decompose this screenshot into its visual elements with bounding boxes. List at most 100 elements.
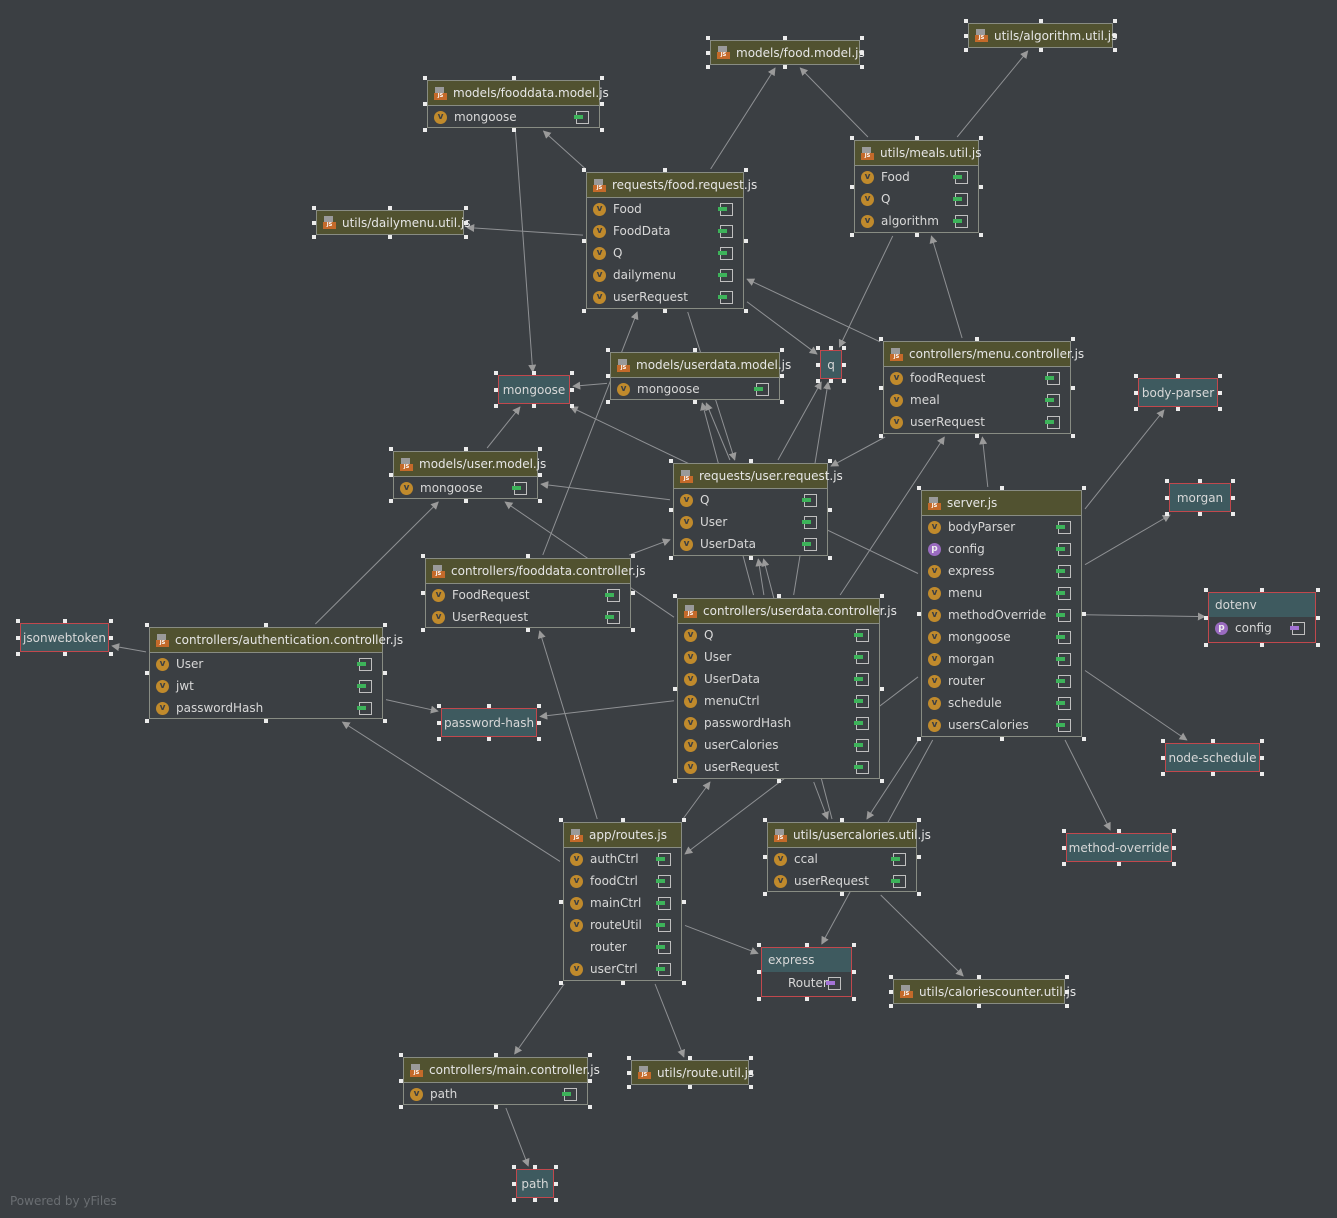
resize-handle[interactable] (1172, 829, 1176, 833)
module-node-password-hash[interactable]: password-hash (441, 708, 537, 737)
resize-handle[interactable] (620, 981, 625, 985)
resize-handle[interactable] (840, 892, 844, 896)
resize-handle[interactable] (631, 628, 635, 632)
resize-handle[interactable] (663, 309, 667, 313)
resize-handle[interactable] (783, 65, 787, 69)
resize-handle[interactable] (570, 404, 574, 408)
file-node-controllers-menu-controller[interactable]: controllers/menu.controller.jsvfoodReque… (883, 341, 1084, 434)
member-row[interactable]: Router (762, 972, 851, 994)
resize-handle[interactable] (999, 737, 1004, 741)
resize-handle[interactable] (860, 50, 864, 55)
module-node-morgan[interactable]: morgan (1169, 483, 1231, 512)
file-node-controllers-authentication-controller[interactable]: controllers/authentication.controller.js… (149, 627, 403, 719)
resize-handle[interactable] (706, 50, 710, 55)
resize-handle[interactable] (1082, 737, 1086, 741)
file-node-utils-usercalories-util[interactable]: utils/usercalories.util.jsvccalvuserRequ… (767, 822, 931, 892)
resize-handle[interactable] (1161, 772, 1165, 776)
resize-handle[interactable] (917, 818, 921, 822)
resize-handle[interactable] (748, 459, 753, 463)
resize-handle[interactable] (538, 447, 542, 451)
resize-handle[interactable] (688, 1085, 692, 1089)
resize-handle[interactable] (1134, 374, 1138, 378)
resize-handle[interactable] (559, 899, 563, 904)
resize-handle[interactable] (554, 1198, 558, 1202)
resize-handle[interactable] (1082, 611, 1086, 616)
resize-handle[interactable] (880, 779, 884, 783)
resize-handle[interactable] (1071, 434, 1075, 438)
resize-handle[interactable] (463, 447, 468, 451)
resize-handle[interactable] (840, 818, 844, 822)
resize-handle[interactable] (532, 371, 536, 375)
module-node-path[interactable]: path (516, 1169, 554, 1198)
resize-handle[interactable] (673, 594, 677, 598)
resize-handle[interactable] (537, 704, 541, 708)
resize-handle[interactable] (512, 1198, 516, 1202)
resize-handle[interactable] (1082, 486, 1086, 490)
resize-handle[interactable] (1065, 975, 1069, 979)
resize-handle[interactable] (264, 719, 268, 723)
resize-handle[interactable] (463, 499, 468, 503)
resize-handle[interactable] (145, 719, 149, 723)
module-node-mongoose[interactable]: mongoose (498, 375, 570, 404)
resize-handle[interactable] (1113, 33, 1117, 38)
resize-handle[interactable] (1165, 479, 1169, 483)
resize-handle[interactable] (669, 507, 673, 512)
resize-handle[interactable] (1134, 390, 1138, 395)
resize-handle[interactable] (914, 233, 919, 237)
resize-handle[interactable] (975, 337, 979, 341)
resize-handle[interactable] (1231, 495, 1235, 500)
resize-handle[interactable] (1071, 385, 1075, 390)
resize-handle[interactable] (828, 459, 832, 463)
resize-handle[interactable] (512, 1165, 516, 1169)
resize-handle[interactable] (744, 168, 748, 172)
resize-handle[interactable] (1172, 862, 1176, 866)
resize-handle[interactable] (388, 235, 392, 239)
resize-handle[interactable] (511, 76, 516, 80)
resize-handle[interactable] (1204, 588, 1208, 592)
resize-handle[interactable] (606, 374, 610, 378)
resize-handle[interactable] (312, 206, 316, 210)
resize-handle[interactable] (423, 102, 427, 106)
resize-handle[interactable] (757, 943, 761, 947)
resize-handle[interactable] (312, 235, 316, 239)
resize-handle[interactable] (816, 379, 820, 383)
resize-handle[interactable] (780, 400, 784, 404)
resize-handle[interactable] (588, 1053, 592, 1057)
resize-handle[interactable] (264, 623, 268, 627)
resize-handle[interactable] (1218, 390, 1222, 395)
resize-handle[interactable] (1198, 479, 1202, 483)
resize-handle[interactable] (748, 556, 753, 560)
resize-handle[interactable] (852, 997, 856, 1001)
resize-handle[interactable] (1260, 755, 1264, 760)
resize-handle[interactable] (631, 591, 635, 595)
resize-handle[interactable] (914, 136, 919, 140)
resize-handle[interactable] (312, 220, 316, 225)
resize-handle[interactable] (1165, 495, 1169, 500)
resize-handle[interactable] (1218, 374, 1222, 378)
resize-handle[interactable] (979, 136, 983, 140)
resize-handle[interactable] (62, 652, 67, 656)
resize-handle[interactable] (421, 628, 425, 632)
resize-handle[interactable] (776, 594, 781, 598)
resize-handle[interactable] (879, 434, 883, 438)
resize-handle[interactable] (600, 76, 604, 80)
resize-handle[interactable] (627, 1085, 631, 1089)
resize-handle[interactable] (917, 737, 921, 741)
